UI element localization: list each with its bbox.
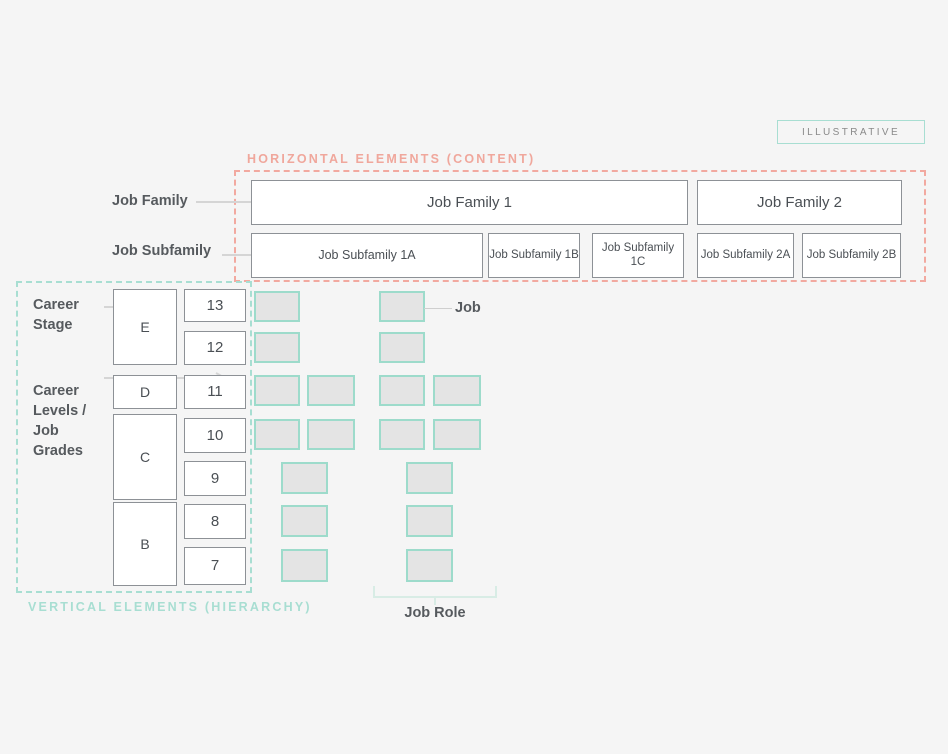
label-career-stage: Career Stage (33, 297, 79, 333)
vertical-region-title: VERTICAL ELEMENTS (HIERARCHY) (28, 600, 312, 614)
job-connector-line (424, 308, 452, 309)
job-box-11[interactable] (379, 419, 425, 450)
job-box-1[interactable] (254, 291, 300, 322)
vertical-elements-region (16, 281, 252, 593)
label-career-levels-job-grades: Career Levels / Job Grades (33, 383, 87, 459)
job-box-5[interactable] (254, 375, 300, 406)
job-box-14[interactable] (406, 462, 453, 494)
job-box-9[interactable] (254, 419, 300, 450)
job-box-15[interactable] (281, 505, 328, 537)
job-grade-box-11[interactable]: 11 (184, 375, 246, 409)
job-subfamily-box-5[interactable]: Job Subfamily 2B (802, 233, 901, 278)
job-subfamily-box-2[interactable]: Job Subfamily 1B (488, 233, 580, 278)
label-job-family: Job Family (112, 193, 188, 209)
career-stage-box-C[interactable]: C (113, 414, 177, 500)
job-box-13[interactable] (281, 462, 328, 494)
illustrative-badge: ILLUSTRATIVE (777, 120, 925, 144)
job-box-16[interactable] (406, 505, 453, 537)
job-annotation-label: Job (455, 300, 481, 316)
job-box-12[interactable] (433, 419, 481, 450)
label-job-subfamily: Job Subfamily (112, 243, 212, 259)
job-box-3[interactable] (254, 332, 300, 363)
job-grade-box-13[interactable]: 13 (184, 289, 246, 322)
job-family-box-2[interactable]: Job Family 2 (697, 180, 902, 225)
job-grade-box-8[interactable]: 8 (184, 504, 246, 539)
job-box-8[interactable] (433, 375, 481, 406)
job-box-7[interactable] (379, 375, 425, 406)
job-subfamily-box-1[interactable]: Job Subfamily 1A (251, 233, 483, 278)
job-role-label: Job Role (404, 605, 466, 621)
job-box-10[interactable] (307, 419, 355, 450)
horizontal-region-title: HORIZONTAL ELEMENTS (CONTENT) (247, 152, 536, 166)
job-role-bracket-icon (373, 585, 497, 610)
job-box-4[interactable] (379, 332, 425, 363)
job-grade-box-12[interactable]: 12 (184, 331, 246, 365)
job-grade-box-9[interactable]: 9 (184, 461, 246, 496)
job-subfamily-box-3[interactable]: Job Subfamily 1C (592, 233, 684, 278)
job-box-17[interactable] (281, 549, 328, 582)
job-grade-box-10[interactable]: 10 (184, 418, 246, 453)
job-box-6[interactable] (307, 375, 355, 406)
job-family-box-1[interactable]: Job Family 1 (251, 180, 688, 225)
career-stage-box-E[interactable]: E (113, 289, 177, 365)
horizontal-elements-region (234, 170, 926, 282)
job-box-18[interactable] (406, 549, 453, 582)
career-stage-box-D[interactable]: D (113, 375, 177, 409)
career-stage-box-B[interactable]: B (113, 502, 177, 586)
job-grade-box-7[interactable]: 7 (184, 547, 246, 585)
job-subfamily-box-4[interactable]: Job Subfamily 2A (697, 233, 794, 278)
job-box-2[interactable] (379, 291, 425, 322)
